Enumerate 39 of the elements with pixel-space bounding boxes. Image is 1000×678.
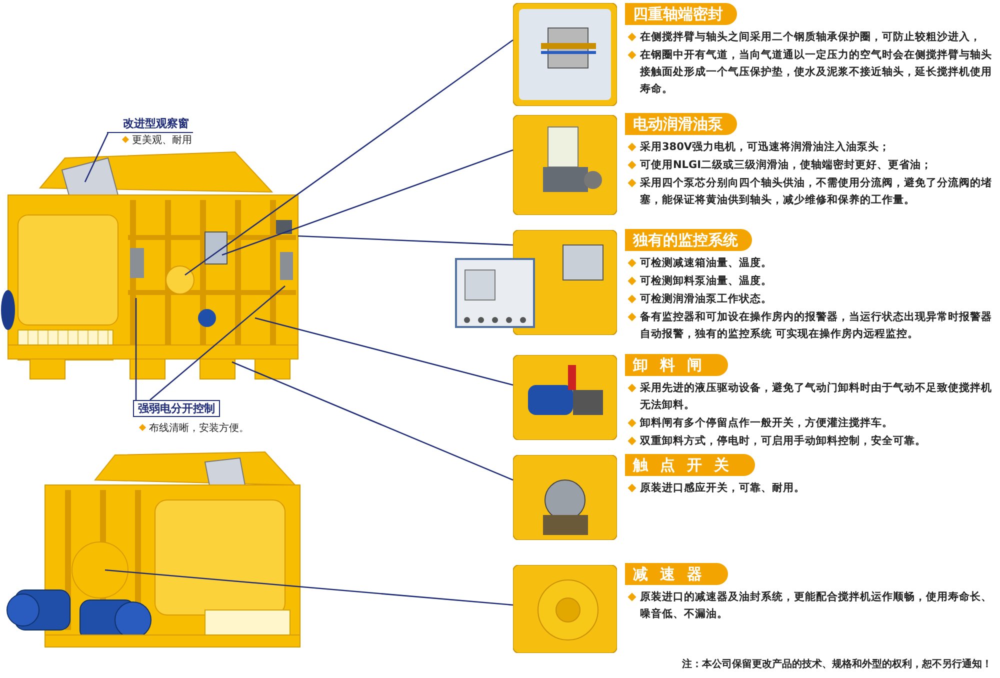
component-drawing xyxy=(513,355,617,440)
callout-label: 强弱电分开控制 xyxy=(133,400,220,417)
component-drawing xyxy=(513,565,617,653)
bullet-text: 原装进口的减速器及油封系统，更能配合搅拌机运作顺畅，使用寿命长、噪音低、不漏油。 xyxy=(640,591,992,620)
bullet-text: 可检测减速箱油量、温度。 xyxy=(640,257,772,269)
bullet-text: 在侧搅拌臂与轴头之间采用二个钢质轴承保护圈，可防止较粗沙进入， xyxy=(640,31,981,43)
callout-label: 改进型观察窗 xyxy=(107,116,193,133)
connector-line xyxy=(222,149,514,256)
leader-line xyxy=(84,132,109,182)
connector-line xyxy=(232,361,514,481)
bullet-text: 原装进口感应开关，可靠、耐用。 xyxy=(640,482,805,494)
component-drawing xyxy=(513,115,617,215)
component-drawing xyxy=(513,3,617,106)
note-text: 更美观、耐用 xyxy=(132,135,192,146)
bullet-text: 双重卸料方式，停电时，可启用手动卸料控制，安全可靠。 xyxy=(640,435,926,447)
connector-line xyxy=(254,317,514,386)
component-drawing xyxy=(513,455,617,540)
feature-heading: 电动润滑油泵 xyxy=(625,113,737,135)
bullet-text: 可检测润滑油泵工作状态。 xyxy=(640,293,772,305)
feature-heading: 卸料闸 xyxy=(625,354,728,376)
bullet-text: 采用先进的液压驱动设备，避免了气动门卸料时由于气动不足致使搅拌机无法卸料。 xyxy=(640,382,992,411)
feature-heading: 触点开关 xyxy=(625,454,755,476)
bullet-text: 卸料闸有多个停留点作一般开关，方便灌注搅拌车。 xyxy=(640,417,893,429)
bullet-text: 可检测卸料泵油量、温度。 xyxy=(640,275,772,287)
connector-line xyxy=(298,235,514,246)
connector-line xyxy=(184,39,514,276)
feature-heading: 减速器 xyxy=(625,563,728,585)
bullet-text: 可使用NLGI二级或三级润滑油，使轴端密封更好、更省油； xyxy=(640,159,932,171)
bullet-text: 备有监控器和可加设在操作房内的报警器，当运行状态出现异常时报警器自动报警，独有的监控系统 可实现在操作房内远程监控。 xyxy=(640,311,992,340)
bullet-text: 采用四个泵芯分别向四个轴头供油，不需使用分流阀，避免了分流阀的堵塞，能保证将黄油供到轴头，减少维修和保养的工作量。 xyxy=(640,177,992,206)
leader-line xyxy=(150,286,286,400)
note-text: 布线清晰，安装方便。 xyxy=(149,423,249,434)
footnote-text: 注：本公司保留更改产品的技术、规格和外型的权利，恕不另行通知！ xyxy=(682,658,992,672)
feature-heading: 独有的监控系统 xyxy=(625,229,752,251)
bullet-text: 在钢圈中开有气道，当向气道通以一定压力的空气时会在侧搅拌臂与轴头接触面处形成一个气压保护垫，使水及泥浆不接近轴头，延长搅拌机使用寿命。 xyxy=(640,49,992,95)
feature-heading: 四重轴端密封 xyxy=(625,3,737,25)
bullet-text: 采用380V强力电机，可迅速将润滑油注入油泵头； xyxy=(640,141,890,153)
leader-line xyxy=(135,298,137,400)
connector-line xyxy=(104,569,514,606)
